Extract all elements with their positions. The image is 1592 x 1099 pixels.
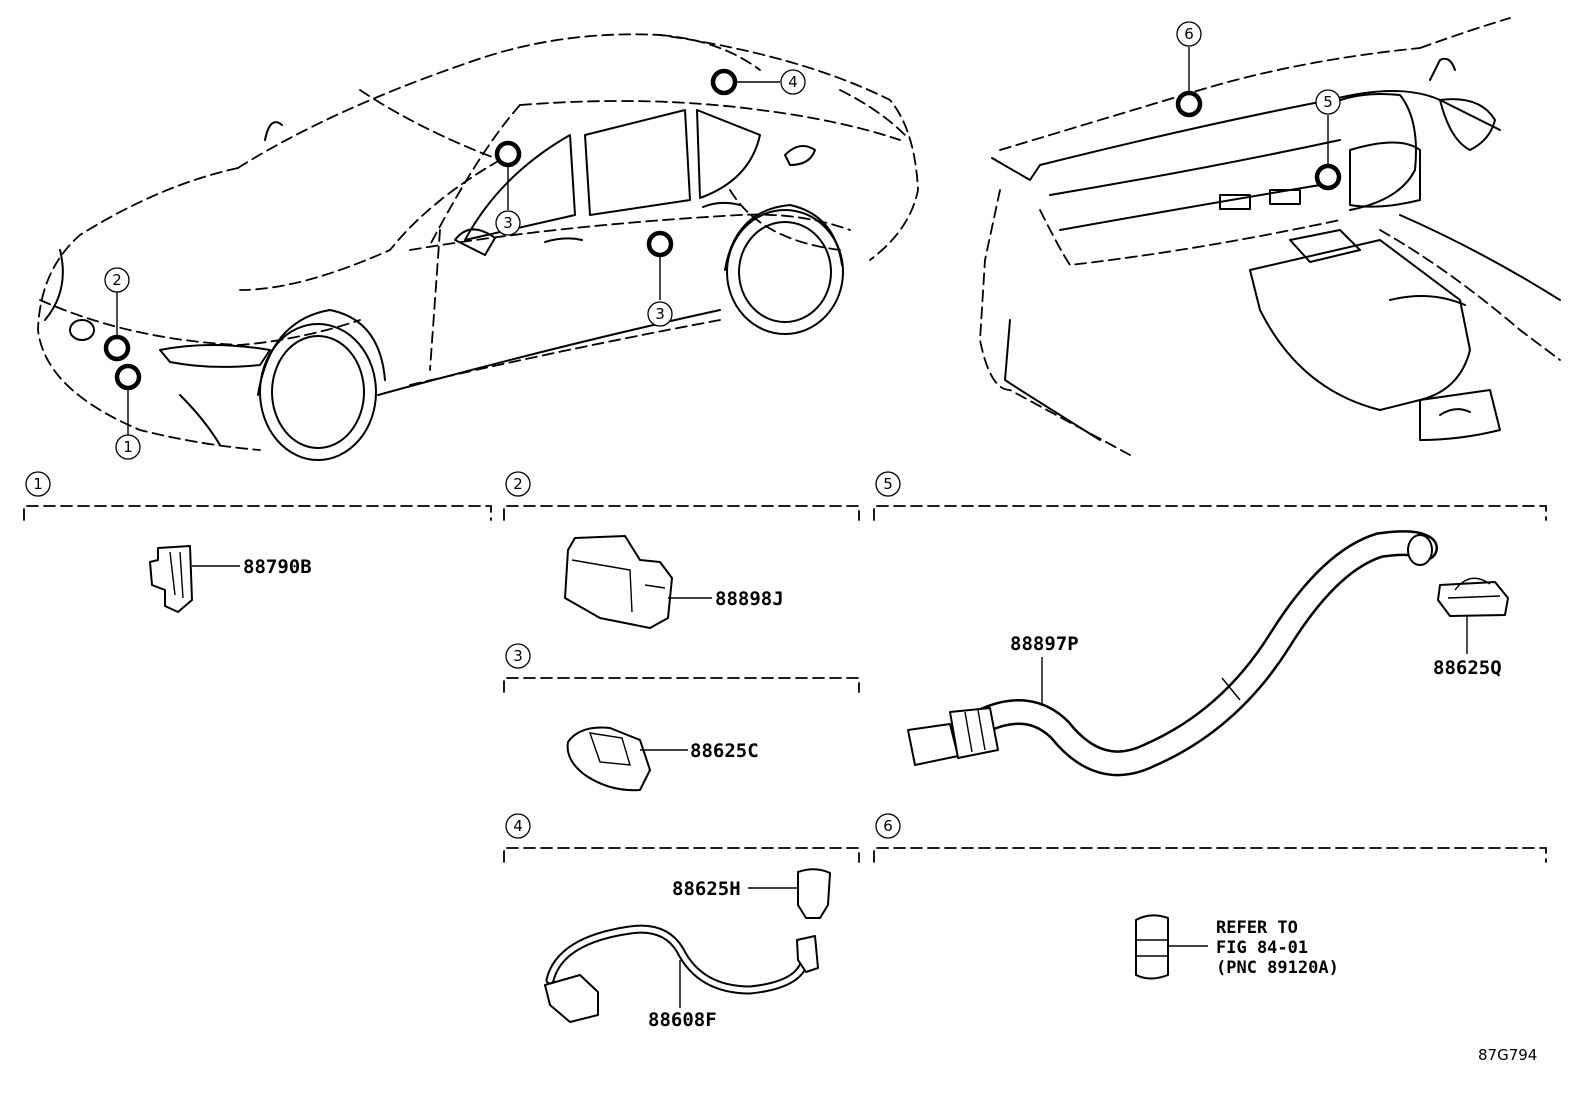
svg-text:5: 5 xyxy=(1323,93,1333,111)
section-6: 6 REFER TO FIG 84-01 (PNC 89120A) xyxy=(873,813,1547,980)
section-4-bracket xyxy=(503,847,860,863)
section-6-bracket xyxy=(873,847,1547,863)
section-4-number: 4 xyxy=(505,813,531,839)
callout-1-car: 1 xyxy=(115,434,141,460)
callout-6-dash: 6 xyxy=(1176,21,1202,47)
part-number-88790B: 88790B xyxy=(243,556,312,578)
part-88897P-drawing xyxy=(907,530,1438,777)
svg-text:1: 1 xyxy=(123,438,133,456)
section-2-number: 2 xyxy=(505,471,531,497)
svg-text:4: 4 xyxy=(788,73,798,91)
part-number-88898J: 88898J xyxy=(715,588,784,610)
svg-text:1: 1 xyxy=(33,475,43,493)
callout-3-car-upper: 3 xyxy=(495,210,521,236)
callout-5-dash: 5 xyxy=(1315,89,1341,115)
svg-text:3: 3 xyxy=(513,647,523,665)
section-1-number: 1 xyxy=(25,471,51,497)
svg-text:4: 4 xyxy=(513,817,523,835)
part-88608F-drawing xyxy=(544,924,819,1023)
svg-text:3: 3 xyxy=(655,305,665,323)
part-88625Q-drawing xyxy=(1437,577,1509,654)
svg-text:6: 6 xyxy=(883,817,893,835)
section-5-bracket xyxy=(873,505,1547,521)
figure-code: 87G794 xyxy=(1478,1046,1537,1064)
section-5-number: 5 xyxy=(875,471,901,497)
part-number-88897P: 88897P xyxy=(1010,633,1079,655)
section-3-number: 3 xyxy=(505,643,531,669)
dashboard-illustration xyxy=(979,17,1561,456)
callout-2-car: 2 xyxy=(104,267,130,293)
part-number-88625C: 88625C xyxy=(690,740,759,762)
svg-text:5: 5 xyxy=(883,475,893,493)
section-3-bracket xyxy=(503,677,860,693)
part-number-88608F: 88608F xyxy=(648,1009,717,1031)
refer-to-line-2: FIG 84-01 xyxy=(1216,938,1308,958)
part-88625H-drawing xyxy=(748,868,831,919)
svg-text:2: 2 xyxy=(112,271,122,289)
section-6-number: 6 xyxy=(875,813,901,839)
part-88898J-drawing xyxy=(564,535,712,629)
part-88790B-drawing xyxy=(149,545,240,613)
svg-text:6: 6 xyxy=(1184,25,1194,43)
refer-to-line-3: (PNC 89120A) xyxy=(1216,958,1339,978)
part-89120A-drawing xyxy=(1135,914,1208,980)
refer-to-line-1: REFER TO xyxy=(1216,918,1298,938)
callout-3-car-lower: 3 xyxy=(647,301,673,327)
section-5: 5 88897P 88625Q xyxy=(873,471,1547,777)
section-2-bracket xyxy=(503,505,860,521)
part-number-88625Q: 88625Q xyxy=(1433,657,1502,679)
callout-4-car: 4 xyxy=(780,69,806,95)
part-88625C-drawing xyxy=(566,726,688,792)
svg-text:3: 3 xyxy=(503,214,513,232)
car-exterior-illustration xyxy=(37,33,919,461)
section-1: 1 88790B xyxy=(23,471,492,613)
section-2: 2 88898J xyxy=(503,471,860,629)
part-number-88625H: 88625H xyxy=(672,878,741,900)
section-4: 4 88625H 88608F xyxy=(503,813,860,1031)
section-3: 3 88625C xyxy=(503,643,860,792)
svg-text:2: 2 xyxy=(513,475,523,493)
section-1-bracket xyxy=(23,505,492,521)
